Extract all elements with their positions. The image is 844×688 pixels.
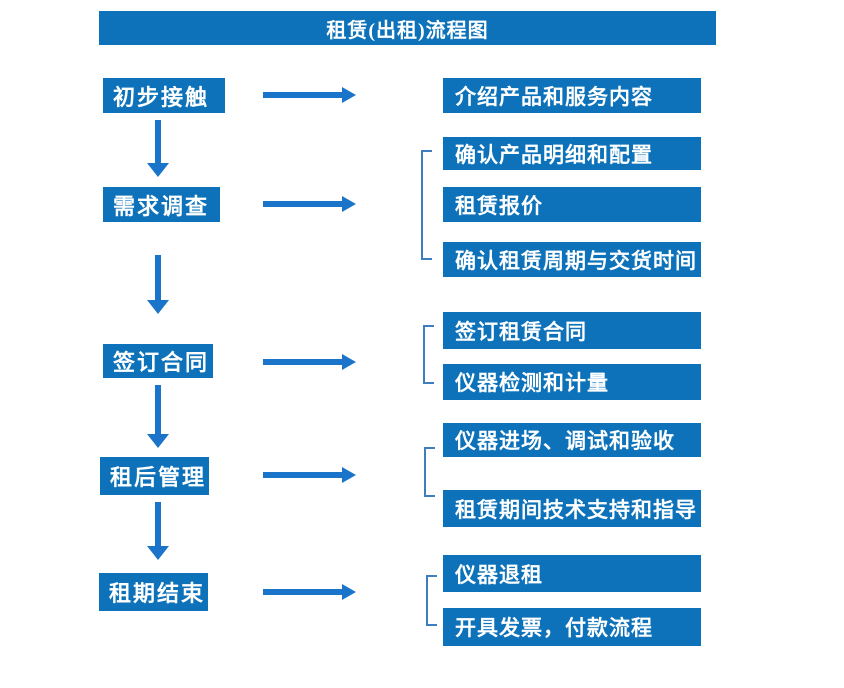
- down-arrow-icon: [147, 385, 169, 448]
- detail-box-introduce-products: 介绍产品和服务内容: [443, 78, 701, 113]
- step-box-rental-end: 租期结束: [99, 573, 208, 611]
- flowchart-title: 租赁(出租)流程图: [99, 11, 716, 45]
- detail-box-instrument-commissioning: 仪器进场、调试和验收: [443, 423, 701, 457]
- detail-box-instrument-testing: 仪器检测和计量: [443, 364, 701, 400]
- detail-box-rental-quotation: 租赁报价: [443, 187, 701, 222]
- right-arrow-icon: [263, 354, 356, 370]
- detail-box-confirm-period-delivery: 确认租赁周期与交货时间: [443, 242, 701, 277]
- right-arrow-icon: [263, 87, 356, 103]
- group-bracket-icon: [424, 447, 435, 497]
- step-box-post-rental-management: 租后管理: [100, 457, 209, 495]
- step-box-demand-survey: 需求调查: [103, 187, 220, 222]
- right-arrow-icon: [263, 196, 356, 212]
- step-box-sign-contract: 签订合同: [103, 344, 213, 378]
- detail-box-instrument-return: 仪器退租: [443, 555, 701, 592]
- group-bracket-icon: [426, 575, 437, 626]
- down-arrow-icon: [147, 502, 169, 560]
- detail-box-invoice-payment: 开具发票，付款流程: [443, 608, 701, 646]
- detail-box-technical-support: 租赁期间技术支持和指导: [443, 490, 701, 527]
- down-arrow-icon: [147, 255, 169, 314]
- down-arrow-icon: [147, 120, 169, 177]
- group-bracket-icon: [421, 150, 432, 260]
- group-bracket-icon: [423, 325, 434, 384]
- detail-box-sign-rental-contract: 签订租赁合同: [443, 312, 701, 349]
- detail-box-confirm-product-config: 确认产品明细和配置: [443, 137, 701, 170]
- right-arrow-icon: [263, 467, 356, 483]
- step-box-initial-contact: 初步接触: [103, 78, 225, 113]
- right-arrow-icon: [263, 584, 356, 600]
